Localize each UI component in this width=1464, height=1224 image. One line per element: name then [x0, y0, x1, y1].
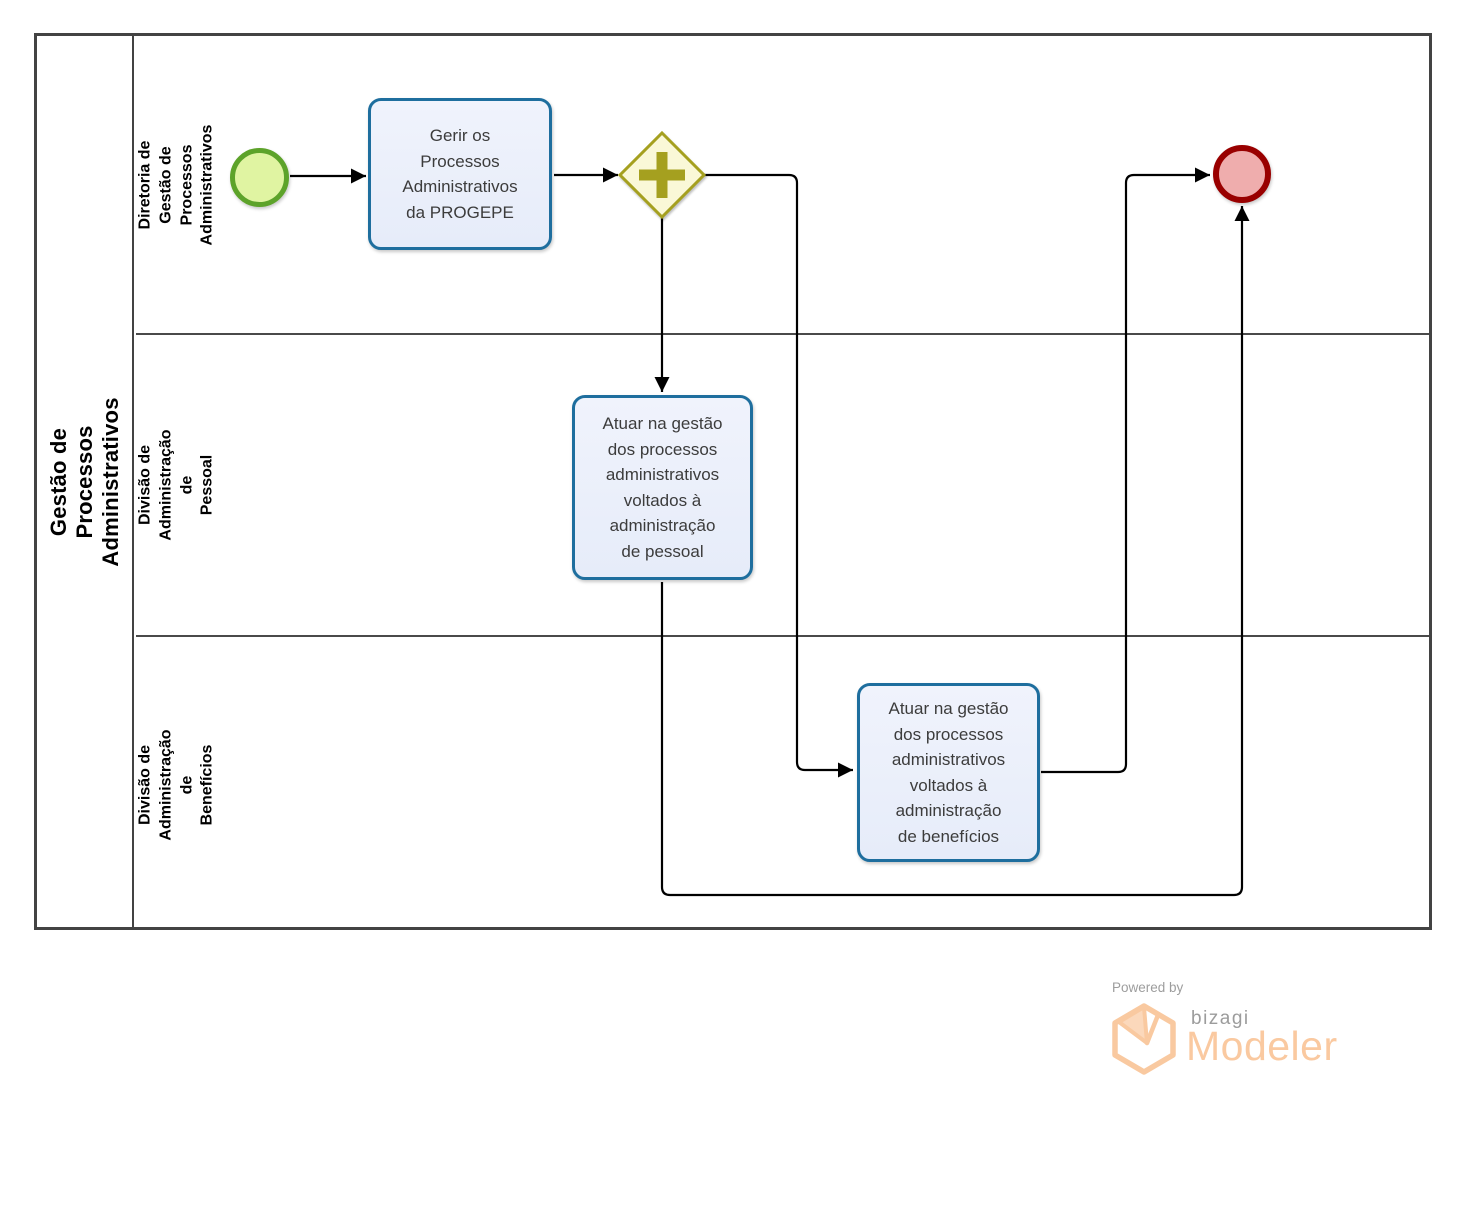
parallel-gateway[interactable]: [614, 127, 710, 223]
flow-gateway-to-beneficios: [704, 173, 853, 778]
bizagi-hexagon-icon: [1112, 1003, 1176, 1075]
bizagi-wordmark: bizagi: [1191, 1008, 1250, 1029]
lane-beneficios: Divisão de Administração de Benefícios: [136, 635, 1429, 933]
plus-icon: [639, 152, 685, 198]
flow-beneficios-to-end: [1041, 167, 1210, 774]
task-gerir-processos[interactable]: Gerir os Processos Administrativos da PR…: [368, 98, 552, 250]
task-administracao-pessoal[interactable]: Atuar na gestão dos processos administra…: [572, 395, 753, 580]
powered-by-label: Powered by: [1112, 980, 1184, 995]
task-administracao-beneficios[interactable]: Atuar na gestão dos processos administra…: [857, 683, 1040, 862]
lanes-container: Diretoria de Gestão de Processos Adminis…: [136, 36, 1429, 927]
modeler-wordmark: Modeler: [1186, 1023, 1338, 1069]
end-event[interactable]: [1213, 145, 1271, 203]
flow-pessoal-to-end: [660, 206, 1250, 897]
pool-title-band: Gestão de Processos Administrativos: [37, 36, 134, 927]
start-event[interactable]: [230, 148, 289, 207]
lane-pessoal: Divisão de Administração de Pessoal: [136, 333, 1429, 635]
